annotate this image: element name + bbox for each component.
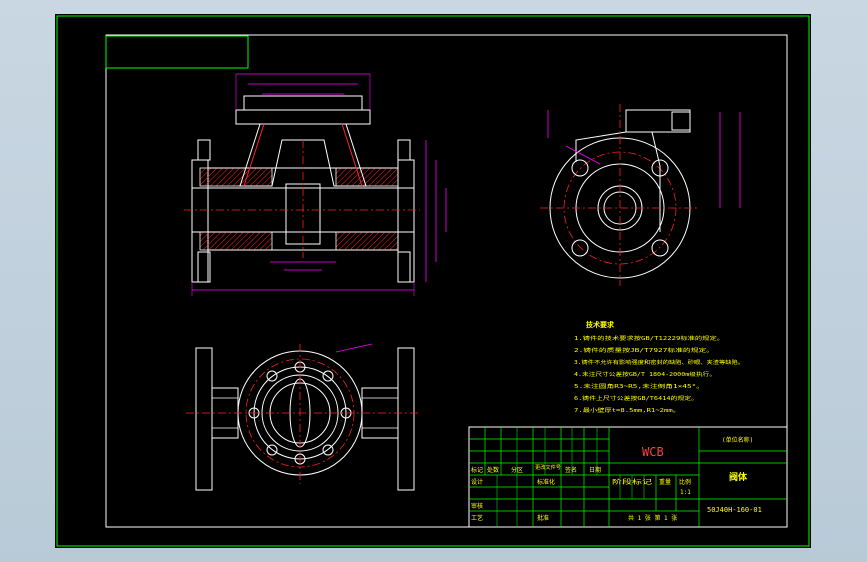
tb-label: 工艺 [471,514,483,522]
tb-label: 审核 [471,502,483,510]
tb-label: 标记 [471,466,483,474]
tb-label: 更改文件号 [535,464,561,471]
tech-req-heading: 技术要求 [586,320,615,329]
tech-req-item: 6.铸件上尺寸公差按GB/T6414的规定。 [574,394,698,402]
sheet-border [56,15,810,547]
tb-label: 批准 [537,514,549,522]
part-name: 阀体 [729,471,748,483]
tb-label: 日期 [589,466,601,474]
tb-label: 设计 [471,478,483,486]
tech-req-item: 1.铸件的技术要求按GB/T12229标准的规定。 [574,334,724,342]
tech-req-item: 3.铸件不允许有影响强度和密封的缺陷、砂眼、夹渣等缺陷。 [574,358,744,366]
tb-label: 阶段标记 [612,478,652,486]
scale: 1:1 [680,489,691,496]
tb-label: 重量 [659,478,671,486]
side-view [540,104,741,286]
material: WCB [642,445,664,459]
reference-box [105,35,249,69]
tb-label: 签名 [565,466,577,474]
top-view [186,343,420,491]
unit-name: (单位名称) [722,436,753,444]
front-section-view [184,73,447,296]
drawing-canvas: 技术要求 1.铸件的技术要求按GB/T12229标准的规定。 2.铸件的质量按J… [56,15,810,547]
technical-requirements: 技术要求 1.铸件的技术要求按GB/T12229标准的规定。 2.铸件的质量按J… [574,320,744,414]
tech-req-item: 7.最小壁厚t=8.5mm,R1~2mm。 [574,406,680,414]
tb-label: 分区 [511,466,523,474]
tb-label: 比例 [679,478,691,486]
tech-req-item: 2.铸件的质量按JB/T7927标准的规定。 [574,346,714,354]
drawing-number: 50J40H-160-01 [707,506,762,514]
tech-req-item: 4.未注尺寸公差按GB/T 1804-2000m级执行。 [574,370,716,378]
drawing-frame [105,34,788,528]
title-block: 标记 处数 分区 更改文件号 签名 日期 设计 标准化 阶段标记 重量 比例 审… [468,426,788,528]
sheet-info: 共 1 张 第 1 张 [628,514,677,522]
drawing-sheet: 技术要求 1.铸件的技术要求按GB/T12229标准的规定。 2.铸件的质量按J… [55,14,811,548]
tb-label: 标准化 [537,478,555,486]
tb-label: 处数 [487,466,499,474]
tech-req-item: 5.未注圆角R3~R5,未注倒角1×45°。 [574,382,704,390]
